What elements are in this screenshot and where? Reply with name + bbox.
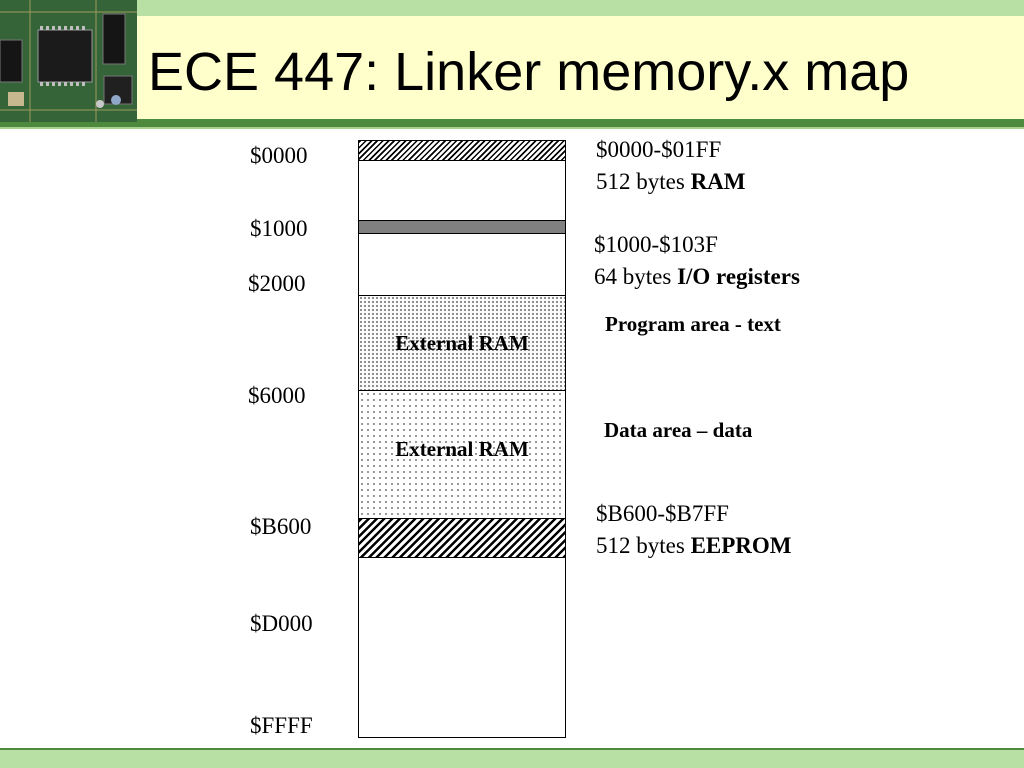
ram-block: [359, 141, 565, 161]
address-label-d000: $D000: [250, 611, 313, 636]
io-name: I/O registers: [677, 264, 800, 289]
ram-size-line: 512 bytes RAM: [596, 166, 746, 198]
address-label-1000: $1000: [250, 216, 308, 241]
io-range: $1000-$103F: [594, 232, 718, 257]
io-registers-block: [359, 220, 565, 234]
io-description: $1000-$103F 64 bytes I/O registers: [594, 229, 800, 293]
eeprom-range: $B600-$B7FF: [596, 501, 729, 526]
circuit-board-image: [0, 0, 137, 122]
title-divider-highlight: [0, 127, 1024, 129]
eeprom-size: 512 bytes: [596, 533, 685, 558]
ram-range: $0000-$01FF: [596, 137, 722, 162]
ram-description: $0000-$01FF 512 bytes RAM: [596, 134, 746, 198]
slide-title: ECE 447: Linker memory.x map: [148, 42, 910, 102]
footer-divider: [0, 748, 1024, 750]
eeprom-name: EEPROM: [690, 533, 792, 558]
io-size-line: 64 bytes I/O registers: [594, 261, 800, 293]
eeprom-description: $B600-$B7FF 512 bytes EEPROM: [596, 498, 792, 562]
data-block-label: External RAM: [395, 437, 529, 461]
eeprom-block: [359, 518, 565, 558]
ram-size: 512 bytes: [596, 169, 685, 194]
title-band: [0, 16, 1024, 120]
title-divider: [0, 119, 1024, 127]
bottom-green-strip: [0, 750, 1024, 768]
data-block: External RAM: [359, 391, 565, 519]
program-area-label: Program area - text: [605, 312, 781, 336]
address-label-b600: $B600: [250, 514, 312, 539]
ram-name: RAM: [690, 169, 746, 194]
program-text-block: External RAM: [359, 295, 565, 391]
io-size: 64 bytes: [594, 264, 672, 289]
address-label-0000: $0000: [250, 143, 308, 168]
address-label-6000: $6000: [248, 383, 306, 408]
top-green-strip: [0, 0, 1024, 16]
address-label-ffff: $FFFF: [250, 713, 313, 738]
text-block-label: External RAM: [395, 331, 529, 355]
memory-map-column: External RAM External RAM: [358, 140, 566, 738]
data-area-label: Data area – data: [604, 418, 753, 442]
address-label-2000: $2000: [248, 271, 306, 296]
eeprom-size-line: 512 bytes EEPROM: [596, 530, 792, 562]
